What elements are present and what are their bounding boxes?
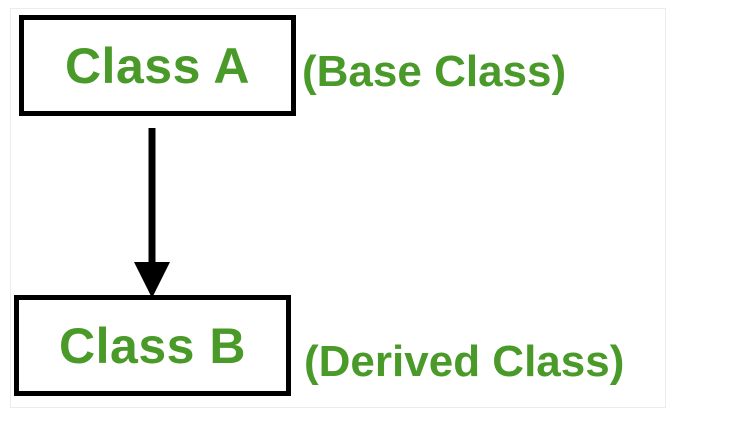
base-class-label: (Base Class) (302, 47, 567, 96)
class-a-box: Class A (19, 15, 296, 116)
derived-class-label: (Derived Class) (304, 337, 625, 386)
class-b-label: Class B (59, 317, 246, 374)
class-b-box: Class B (14, 295, 291, 396)
class-a-label: Class A (64, 37, 251, 94)
